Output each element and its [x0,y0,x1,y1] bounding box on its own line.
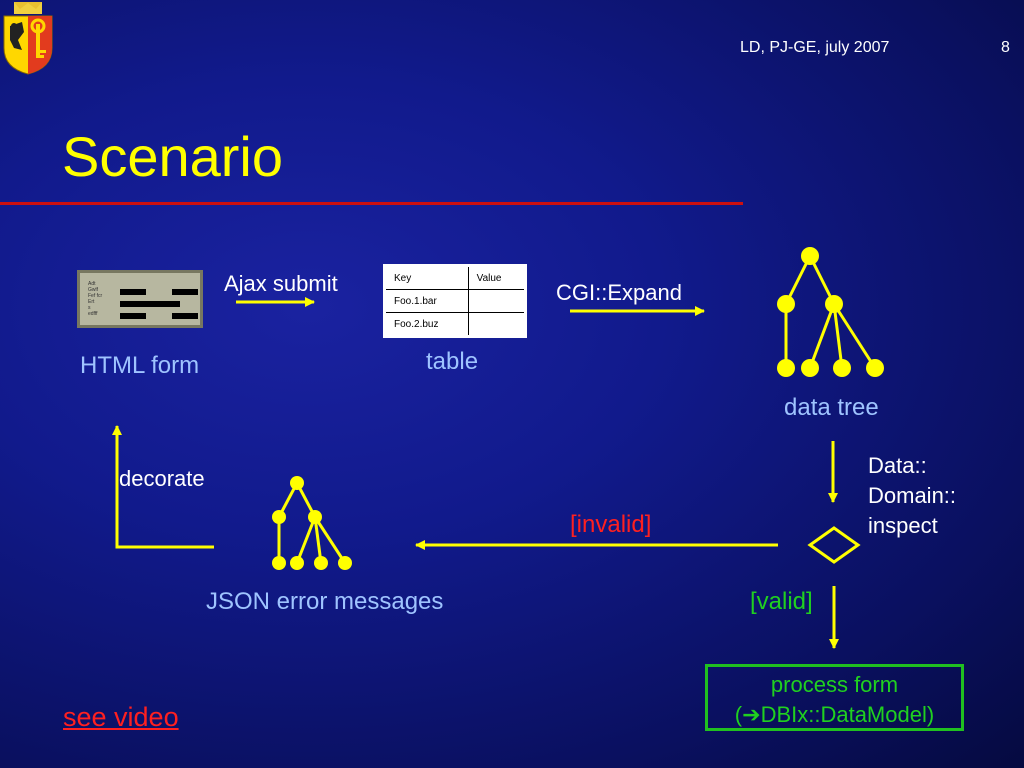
html-form-label: HTML form [80,352,200,379]
json-error-tree-graphic [272,476,352,570]
open-paren: ( [734,702,743,727]
arrow-right-icon: ➔ [742,702,761,727]
slide-number: 8 [1001,39,1010,56]
table-cell-key: Foo.2.buz [384,312,469,337]
decorate-label: decorate [119,466,205,491]
tree-node [825,295,843,313]
table-cell-value [467,312,527,337]
process-form-line1: process form [770,672,899,697]
key-value-table: Key Value Foo.1.bar Foo.2.buz [383,264,527,338]
table-cell-key: Foo.1.bar [384,289,469,313]
html-form-thumbnail: Adt Gwlf Fef fcr Ert s edfff [77,270,203,328]
see-video-link[interactable]: see video [63,702,179,732]
form-thumb-label: Adt [88,281,96,287]
tree-node [290,476,304,490]
tree-node [272,510,286,524]
tree-node [777,359,795,377]
title-divider [0,202,743,205]
json-error-messages-label: JSON error messages [206,588,444,615]
geneva-coat-of-arms-logo [3,2,53,75]
form-thumb-field [172,289,198,295]
invalid-label: [invalid] [570,511,652,538]
form-thumb-field [120,313,146,319]
table-header-value: Value [467,265,527,290]
tree-node [801,359,819,377]
form-thumb-label: Fef fcr [88,293,103,299]
tree-node [866,359,884,377]
tree-node [338,556,352,570]
inspect-label: Data:: Domain:: inspect [868,453,957,538]
table-label: table [426,348,479,375]
form-thumb-label: edfff [88,311,98,317]
form-thumb-label: Ert [88,299,95,305]
decision-diamond [807,526,861,564]
process-form-box: process form (➔DBIx::DataModel) [705,664,964,731]
slide-credit: LD, PJ-GE, july 2007 [740,39,890,56]
form-thumb-label: Gwlf [88,287,98,293]
tree-node [308,510,322,524]
data-tree-graphic [777,247,884,377]
table-row: Foo.1.bar [384,289,527,313]
tree-node [314,556,328,570]
tree-node [777,295,795,313]
cgi-expand-label: CGI::Expand [556,280,682,305]
ajax-submit-label: Ajax submit [224,271,338,296]
tree-node [290,556,304,570]
form-thumb-label: s [88,305,91,311]
table-row: Key Value [384,265,527,290]
tree-node [833,359,851,377]
process-form-line2: (➔DBIx::DataModel) [708,700,961,730]
tree-node [801,247,819,265]
form-thumb-field [120,301,180,307]
dbix-datamodel-label: DBIx::DataModel) [760,702,935,727]
table-row: Foo.2.buz [384,312,527,337]
form-thumb-field [172,313,198,319]
decorate-arrow [112,425,214,549]
data-tree-label: data tree [784,394,879,421]
slide-title: Scenario [62,125,284,188]
form-thumb-field [120,289,146,295]
table-header-key: Key [384,265,469,290]
tree-node [272,556,286,570]
valid-label: [valid] [750,588,813,615]
